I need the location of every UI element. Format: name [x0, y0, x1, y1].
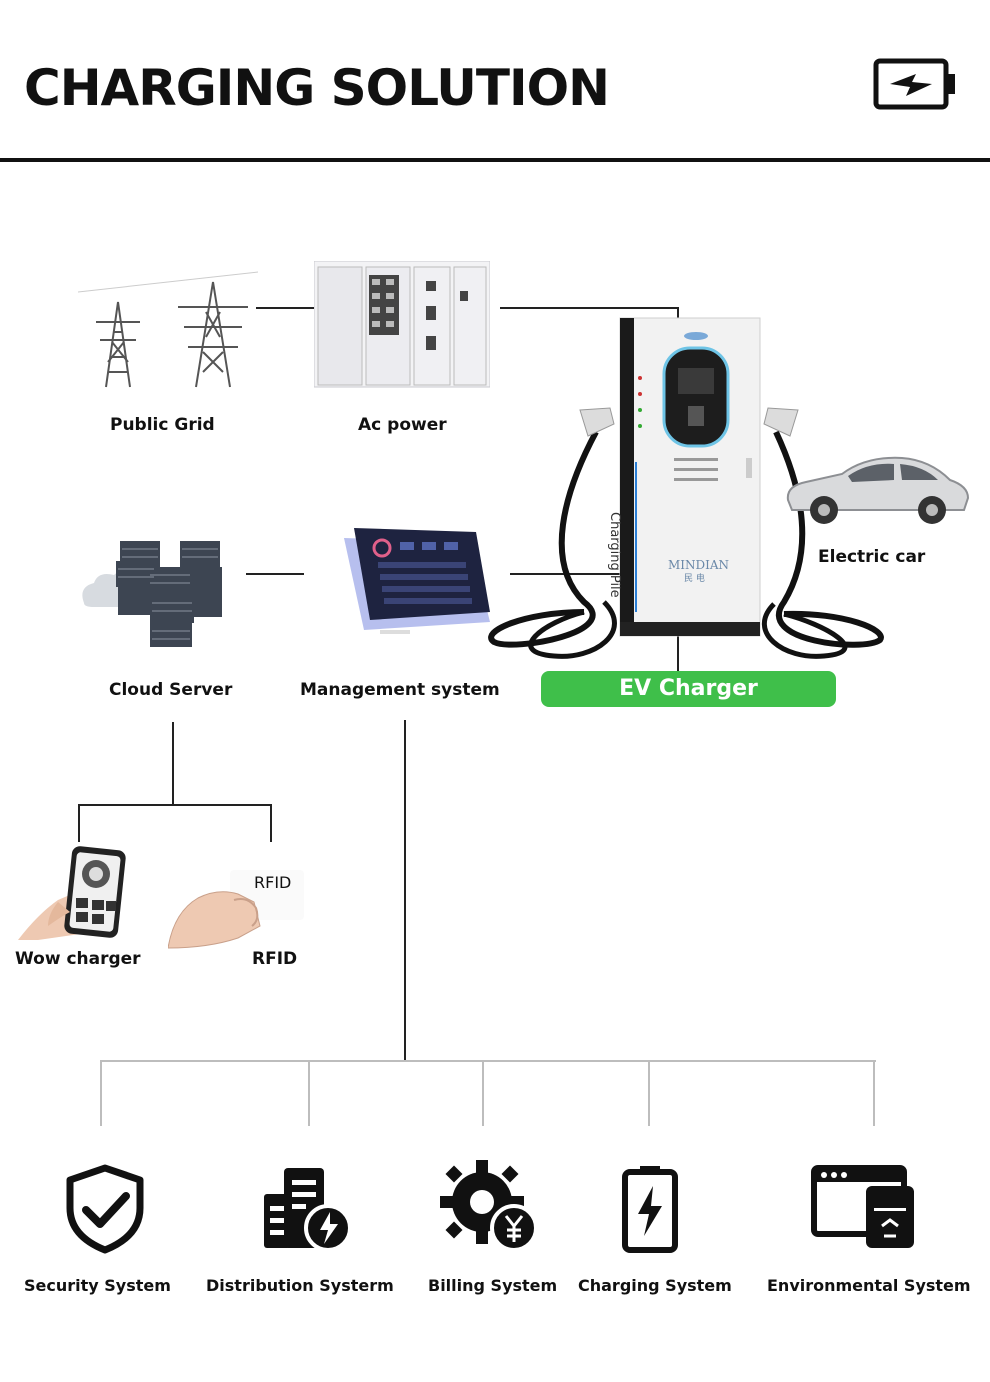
gear-yen-icon: [438, 1158, 540, 1254]
connector-line: [78, 804, 272, 806]
phone-app-image: [18, 844, 128, 944]
power-tower-image: [78, 262, 258, 392]
billing-system-label: Billing System: [428, 1276, 558, 1295]
public-grid-label: Public Grid: [110, 415, 215, 435]
connector-line: [677, 307, 679, 321]
rfid-label: RFID: [252, 949, 298, 969]
wow-charger-label: Wow charger: [15, 949, 141, 969]
connector-line: [256, 307, 314, 309]
shield-check-icon: [64, 1164, 146, 1254]
cloud-server-image: [78, 537, 228, 649]
connector-line: [308, 1060, 310, 1126]
header-divider: [0, 158, 990, 162]
electric-car-label: Electric car: [818, 547, 926, 567]
connector-line: [648, 1060, 650, 1126]
cloud-server-label: Cloud Server: [109, 680, 233, 700]
connector-line: [78, 804, 80, 842]
battery-charging-icon: [872, 56, 958, 112]
security-system-label: Security System: [24, 1276, 171, 1295]
environmental-system-label: Environmental System: [767, 1276, 971, 1295]
ev-charger-label: EV Charger: [541, 671, 836, 707]
connector-line: [246, 573, 304, 575]
connector-line: [873, 1060, 875, 1126]
rfid-card-image: [168, 868, 308, 952]
cabinet-recycle-icon: [810, 1164, 916, 1250]
connector-line: [404, 720, 406, 1062]
ac-power-label: Ac power: [358, 415, 447, 435]
electric-car-image: [782, 450, 972, 530]
connector-line: [100, 1060, 102, 1126]
ac-cabinet-image: [314, 261, 490, 389]
rfid-card-text: RFID: [254, 873, 292, 892]
management-monitor-image: [340, 522, 495, 640]
distribution-system-label: Distribution Systerm: [206, 1276, 394, 1295]
management-system-label: Management system: [300, 680, 500, 700]
charger-brand-sub: 民 电: [684, 574, 705, 584]
charger-brand: MINDIAN: [668, 558, 730, 572]
systems-bus-line: [100, 1060, 876, 1062]
connector-line: [270, 804, 272, 842]
connector-line: [500, 307, 678, 309]
page-title: CHARGING SOLUTION: [24, 59, 610, 117]
connector-line: [677, 635, 679, 671]
battery-bolt-icon: [620, 1164, 680, 1254]
ev-charger-image: [484, 312, 888, 674]
charging-pile-side-text: Charging Pile: [607, 512, 622, 598]
charging-system-label: Charging System: [578, 1276, 732, 1295]
connector-line: [172, 722, 174, 806]
connector-line: [482, 1060, 484, 1126]
distribution-icon: [262, 1164, 352, 1252]
